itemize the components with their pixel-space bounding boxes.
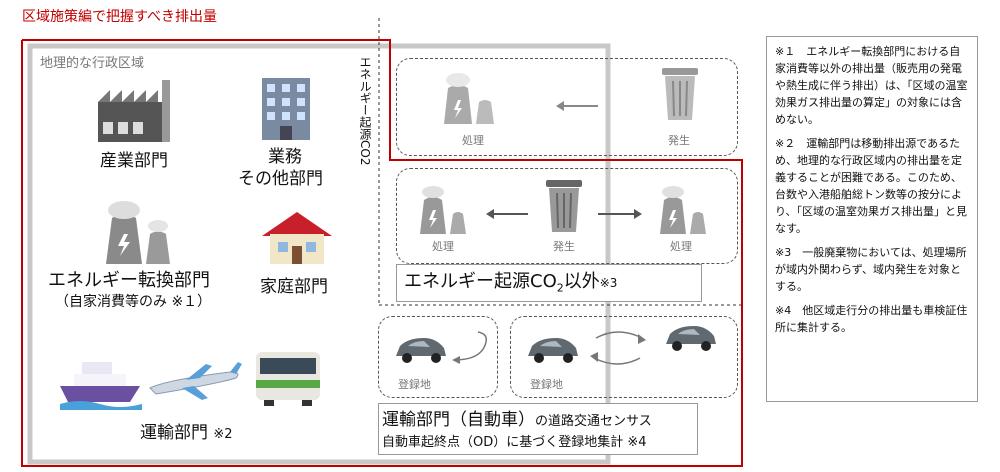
ship-icon: [60, 362, 142, 410]
non-energy-label: エネルギー起源CO2以外※3: [404, 271, 617, 300]
notes-box: ※１ エネルギー転換部門における自家消費等以外の排出量（販売用の発電や熱生成に伴…: [766, 36, 978, 402]
waste-box-energy: [396, 58, 738, 156]
factory-icon: [98, 80, 170, 142]
auto-label-box: [378, 403, 698, 455]
region-label: 地理的な行政区域: [40, 56, 145, 71]
exchange-arrows: [590, 331, 646, 365]
trash-can-icon: [546, 180, 582, 232]
note-3: ※3 一般廃棄物においては、処理場所が域内外関わらず、域内発生を対象とする。: [775, 246, 967, 293]
auto-label-line1: 運輸部門（自動車）の道路交通センサス: [382, 405, 652, 430]
label-process: 処理: [670, 240, 692, 253]
sector-business-2: その他部門: [238, 169, 323, 189]
non-energy-label-post: 以外: [563, 271, 600, 292]
sector-energy: エネルギー転換部門: [48, 270, 210, 291]
sector-transport: 運輸部門 ※2: [140, 422, 233, 446]
train-icon: [256, 352, 320, 406]
trash-can-icon: [662, 68, 698, 120]
vehicle-box-home: [378, 316, 498, 398]
vehicle-box-outside: [510, 316, 738, 398]
power-plant-icon: [444, 73, 494, 124]
non-energy-label-box: [396, 264, 702, 302]
energy-co2-vertical-label: エネルギー起源CO2: [358, 56, 372, 166]
sector-energy-note: （自家消費等のみ ※１）: [55, 294, 212, 310]
car-icon: [666, 326, 716, 351]
sector-transport-mark: ※2: [213, 427, 233, 442]
auto-label-small: の道路交通センサス: [535, 414, 652, 429]
house-icon: [262, 212, 332, 264]
non-energy-label-sub: 2: [556, 281, 564, 295]
note-1: ※１ エネルギー転換部門における自家消費等以外の排出量（販売用の発電や熱生成に伴…: [775, 45, 968, 126]
power-plant-icon: [660, 186, 706, 234]
sector-transport-label: 運輸部門: [140, 423, 208, 443]
label-process: 処理: [432, 240, 454, 253]
auto-label-line2: 自動車起終点（OD）に基づく登録地集計 ※4: [382, 435, 647, 450]
sector-industry: 産業部門: [100, 151, 168, 171]
note-4: ※4 他区域走行分の排出量も車検証住所に集計する。: [775, 304, 968, 334]
waste-box-non-energy: [396, 168, 738, 264]
non-energy-label-pre: エネルギー起源CO: [404, 271, 557, 292]
auto-label-big: 運輸部門（自動車）: [382, 410, 535, 430]
arrow-left: [486, 209, 528, 219]
sector-business-1: 業務: [268, 147, 302, 167]
arrow-right: [598, 209, 642, 219]
car-icon: [396, 338, 446, 363]
power-plant-icon: [106, 201, 170, 264]
airplane-icon: [149, 362, 242, 400]
loop-arrow: [452, 331, 488, 364]
label-registration: 登録地: [530, 378, 563, 391]
region-boundary: [27, 43, 611, 465]
non-energy-mark: ※3: [599, 276, 618, 290]
target-boundary: [21, 39, 743, 467]
diagram-title: 区域施策編で把握すべき排出量: [22, 9, 218, 25]
note-2: ※２ 運輸部門は移動排出源であるため、地理的な行政区域内の排出量を定義することが…: [775, 137, 968, 235]
power-plant-icon: [420, 186, 466, 234]
label-registration: 登録地: [398, 378, 431, 391]
label-generation: 発生: [668, 134, 690, 147]
label-process: 処理: [462, 134, 484, 147]
label-generation: 発生: [553, 240, 575, 253]
arrow-left: [556, 101, 598, 111]
car-icon: [528, 338, 578, 363]
sector-household: 家庭部門: [260, 277, 328, 297]
office-building-icon: [262, 78, 310, 140]
